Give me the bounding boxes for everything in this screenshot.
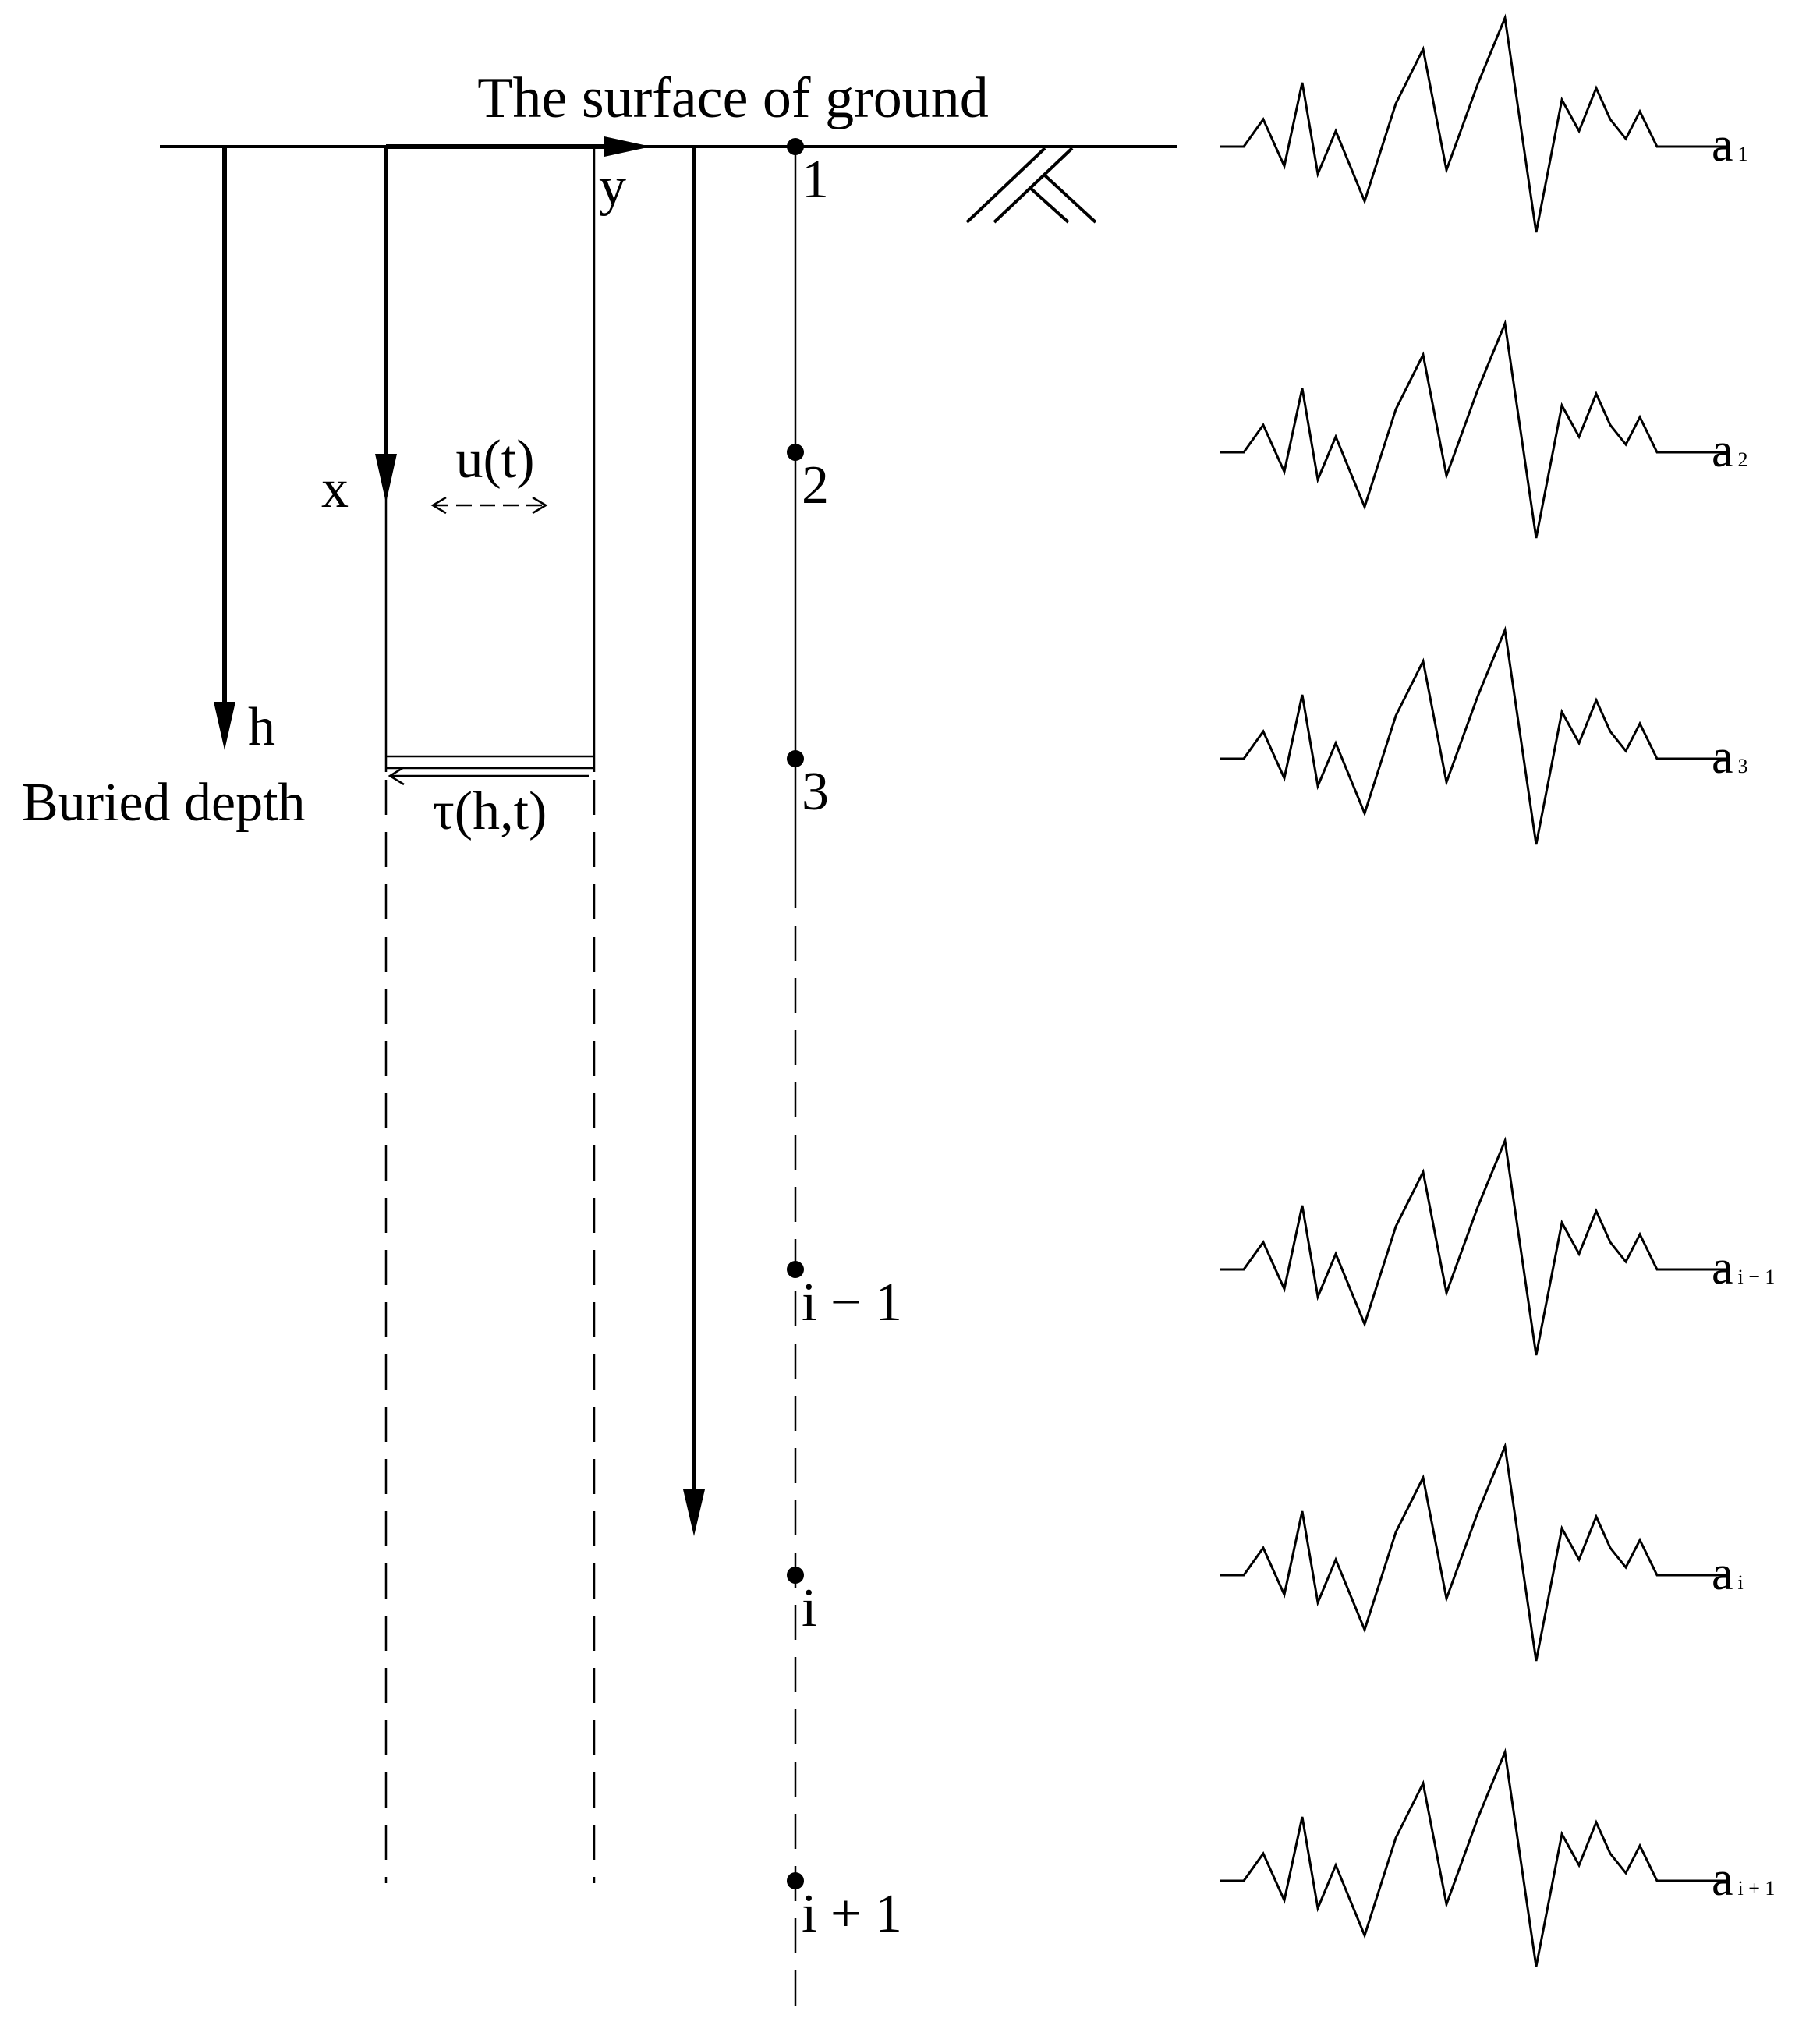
shear-arrow (388, 766, 589, 786)
node-label: i + 1 (802, 1884, 902, 1944)
node-dot (787, 1567, 804, 1584)
ground-hatch-symbol (965, 147, 1097, 224)
shear-stress-label: τ(h,t) (433, 781, 547, 841)
soil-column (384, 147, 596, 1883)
node-label: i − 1 (802, 1273, 902, 1333)
node-dot (787, 138, 804, 155)
depth-axis-label: h (248, 697, 275, 757)
acceleration-waveform (1220, 319, 1727, 539)
ground-surface-label: The surface of ground (477, 66, 988, 130)
acceleration-waveform (1220, 1747, 1727, 1967)
node-label: 1 (802, 150, 829, 210)
propagation-axis-arrowhead (683, 1489, 705, 1536)
depth-axis-arrowhead (214, 702, 235, 750)
y-axis-arrowhead (604, 136, 651, 157)
x-axis-label: x (321, 459, 349, 519)
node-dot (787, 444, 804, 461)
acceleration-waveform (1220, 13, 1727, 233)
node-dot (787, 1261, 804, 1278)
displacement-label: u(t) (455, 430, 534, 490)
node-dot (787, 750, 804, 767)
acceleration-waveform (1220, 1442, 1727, 1662)
displacement-arrow (430, 496, 548, 515)
y-axis-label: y (599, 157, 626, 217)
acceleration-waveform (1220, 1136, 1727, 1356)
node-label: 3 (802, 762, 829, 822)
node-label: 2 (802, 455, 829, 515)
node-dot (787, 1872, 804, 1889)
buried-depth-label: Buried depth (22, 773, 306, 833)
node-label: i (802, 1578, 816, 1638)
acceleration-waveform (1220, 625, 1727, 845)
